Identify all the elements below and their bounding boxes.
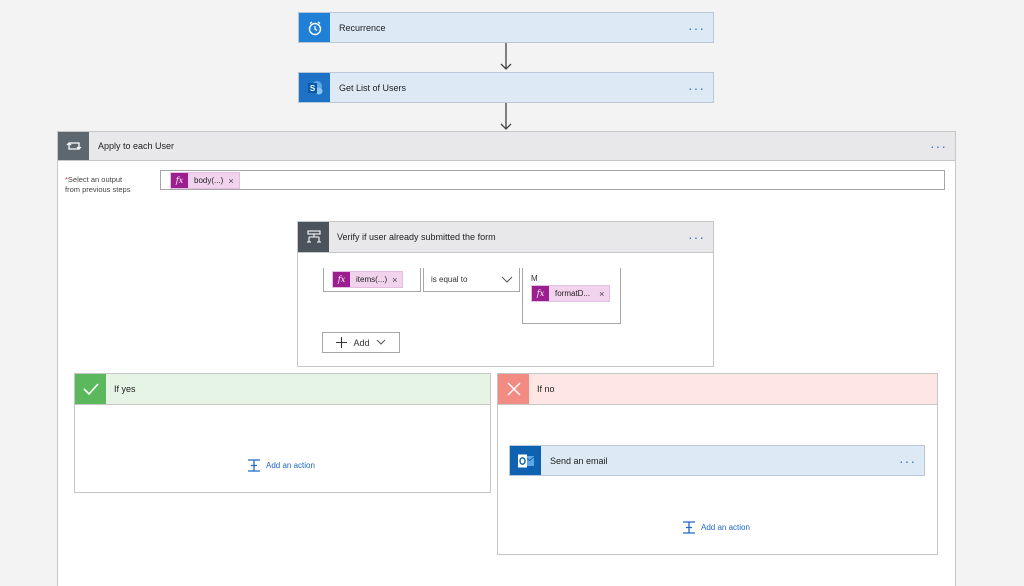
if-no-header: If no <box>497 373 938 405</box>
condition-icon <box>298 222 329 252</box>
recurrence-title: Recurrence <box>339 22 386 33</box>
items-token-label: items(...) <box>356 275 388 284</box>
formatdate-token-label: formatD... <box>555 289 591 298</box>
if-yes-title: If yes <box>114 384 136 394</box>
if-no-title: If no <box>537 384 555 394</box>
svg-text:S: S <box>309 84 315 93</box>
right-operand-prefix: M <box>531 274 538 283</box>
select-output-label-line1: Select an output <box>67 175 123 184</box>
apply-to-each-title: Apply to each User <box>98 141 175 151</box>
remove-token-button[interactable]: × <box>599 288 605 299</box>
send-email-more-button[interactable]: ··· <box>899 452 916 469</box>
condition-more-button[interactable]: ··· <box>688 229 705 245</box>
plus-icon <box>336 337 348 348</box>
get-list-of-users-step-card[interactable]: S Get List of Users ··· <box>298 72 714 103</box>
body-token[interactable]: fx body(...) × <box>170 172 240 189</box>
checkmark-icon <box>75 374 106 404</box>
get-users-more-button[interactable]: ··· <box>688 79 705 96</box>
recurrence-more-button[interactable]: ··· <box>688 19 705 36</box>
if-yes-add-action-link[interactable]: Add an action <box>247 459 315 472</box>
operator-value: is equal to <box>431 275 468 284</box>
remove-token-button[interactable]: × <box>228 175 234 186</box>
required-mark: * <box>65 175 68 184</box>
condition-title: Verify if user already submitted the for… <box>337 232 496 242</box>
add-label: Add <box>353 337 370 348</box>
select-output-label-line2: from previous steps <box>65 185 131 194</box>
chevron-down-icon <box>501 276 513 283</box>
select-output-input[interactable]: fx body(...) × <box>160 170 945 190</box>
fx-icon: fx <box>333 272 350 287</box>
fx-icon: fx <box>532 286 549 301</box>
remove-token-button[interactable]: × <box>392 274 398 285</box>
close-icon <box>498 374 529 404</box>
apply-to-each-more-button[interactable]: ··· <box>930 138 947 154</box>
formatdate-token[interactable]: fx formatD... × <box>531 285 611 302</box>
if-no-add-action-link[interactable]: Add an action <box>682 521 750 534</box>
apply-to-each-header[interactable]: Apply to each User ··· <box>57 131 956 161</box>
body-token-label: body(...) <box>194 176 224 185</box>
outlook-icon <box>510 446 541 475</box>
if-yes-header: If yes <box>74 373 491 405</box>
send-email-step-card[interactable]: Send an email ··· <box>509 445 925 476</box>
select-output-label: *Select an output from previous steps <box>65 175 130 195</box>
condition-header[interactable]: Verify if user already submitted the for… <box>297 221 714 253</box>
alarm-clock-icon <box>299 13 330 42</box>
send-email-title: Send an email <box>550 455 608 466</box>
condition-left-operand[interactable]: fx items(...) × <box>323 268 421 292</box>
items-token[interactable]: fx items(...) × <box>332 271 404 288</box>
recurrence-step-card[interactable]: Recurrence ··· <box>298 12 714 43</box>
sharepoint-icon: S <box>299 73 330 102</box>
add-action-icon <box>683 521 695 534</box>
add-action-icon <box>248 459 260 472</box>
get-list-of-users-title: Get List of Users <box>339 82 407 93</box>
flow-arrow <box>500 103 512 130</box>
fx-icon: fx <box>171 173 188 188</box>
flow-arrow <box>500 43 512 70</box>
if-no-add-action-label: Add an action <box>701 523 750 532</box>
loop-icon <box>58 132 89 160</box>
chevron-down-icon <box>376 339 385 345</box>
if-yes-add-action-label: Add an action <box>266 461 315 470</box>
condition-right-operand[interactable]: M fx formatD... × <box>522 268 621 324</box>
condition-add-button[interactable]: Add <box>322 332 400 353</box>
condition-operator-select[interactable]: is equal to <box>423 268 520 292</box>
